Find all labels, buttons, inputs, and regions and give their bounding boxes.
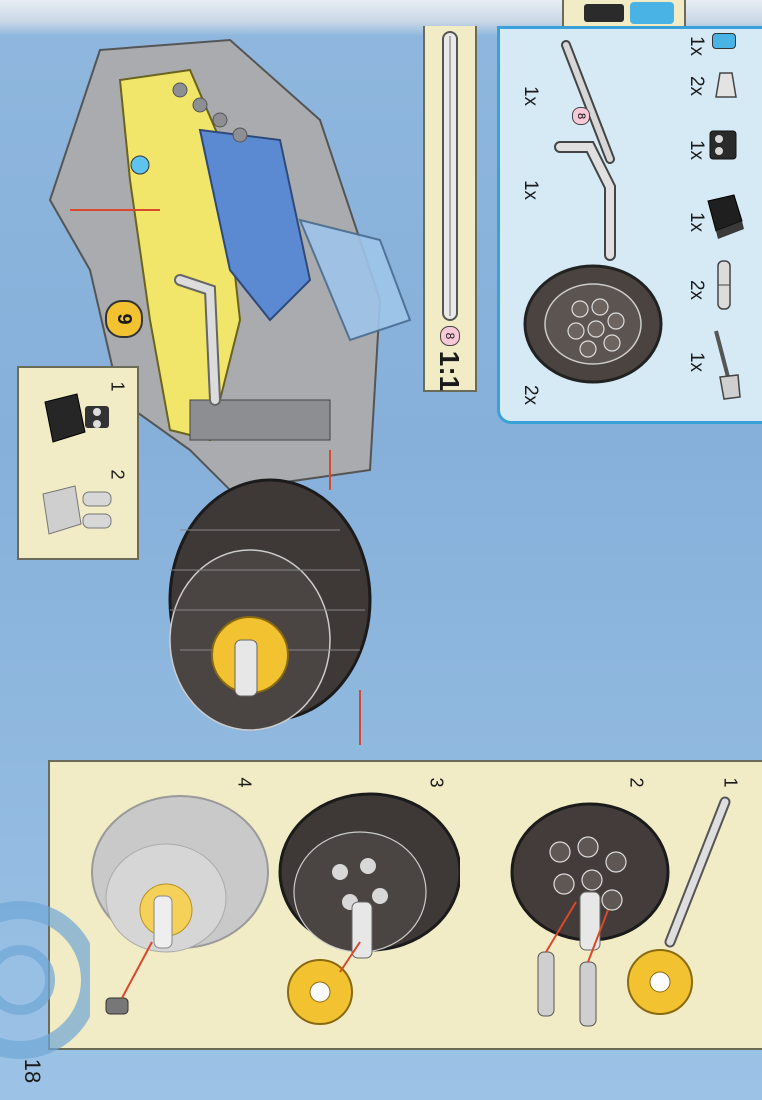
- axle-scale-panel: 8 1:1: [423, 26, 477, 392]
- completed-wheel-illustration: [168, 478, 372, 745]
- gear-watermark-icon: [0, 901, 90, 1059]
- step2-wheel-pins: [510, 802, 670, 1027]
- vehicle-number-sticker: 9: [105, 300, 143, 338]
- round-tile-blue-icon: [712, 33, 736, 49]
- scale-ratio: 1:1: [434, 350, 465, 392]
- axle-scale-ruler: [442, 31, 458, 321]
- part-qty-plate: 1x: [686, 139, 707, 161]
- step4-wheel-bush: [91, 795, 269, 1015]
- part-qty-exhaust: 1x: [520, 179, 541, 201]
- sub-assembly-panel: 1 2: [17, 366, 139, 560]
- step1-axle-gear: [627, 796, 731, 1015]
- bracket-assembly-2: [42, 485, 112, 535]
- bracket-assembly-1: [44, 393, 109, 443]
- wheel-tire-icon: [523, 264, 663, 384]
- wheel-step-2: 2: [626, 777, 647, 788]
- part-qty-pin: 2x: [686, 279, 707, 301]
- wheel-step-3: 3: [426, 777, 447, 788]
- exhaust-pipe-icon: [554, 141, 616, 261]
- shovel-tool-icon: [714, 330, 741, 400]
- dark-bracket-brick-icon: [707, 194, 744, 239]
- page-number: 18: [20, 1058, 45, 1084]
- wheel-step-4: 4: [234, 777, 255, 788]
- part-qty-axle: 1x: [520, 85, 541, 107]
- wheel-step-1: 1: [720, 777, 741, 788]
- part-qty-shovel: 1x: [686, 351, 707, 373]
- axle-size-badge: 8: [572, 107, 590, 125]
- wheel-assembly-panel: 1 2 3 4: [48, 760, 762, 1050]
- cone-piece-icon: [715, 72, 737, 98]
- parts-list-box: 1x 8 1x 2x 1x 2x 1x 1x 2x 1x: [497, 26, 762, 424]
- technic-pin-icon: [717, 260, 731, 310]
- part-qty-cone: 2x: [686, 75, 707, 97]
- plate-with-studs-icon: [709, 130, 737, 160]
- technic-axle-icon: [561, 40, 615, 164]
- part-qty-round-tile: 1x: [686, 35, 707, 57]
- step3-wheel-gear: [278, 792, 460, 1025]
